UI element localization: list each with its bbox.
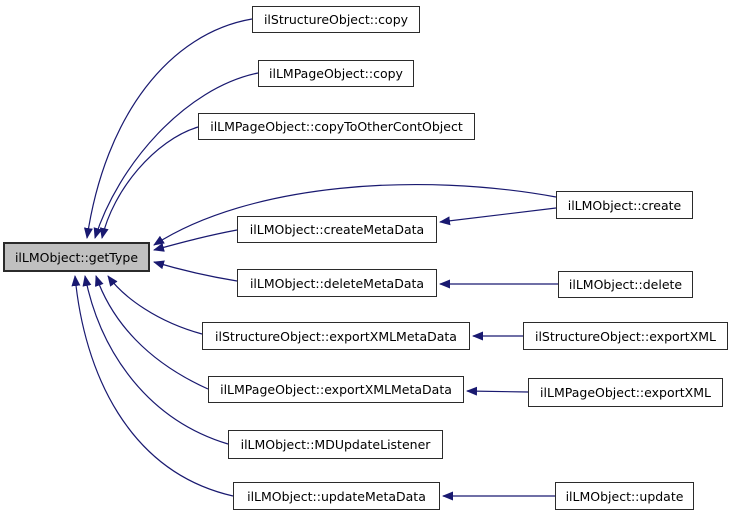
edge-copytoother-gettype — [99, 126, 199, 239]
node-illmobject-gettype[interactable]: ilLMObject::getType — [3, 242, 150, 272]
edge-create-createmeta — [439, 207, 557, 226]
edge-updatemeta-gettype — [71, 275, 234, 497]
node-illmobject-deletemetadata[interactable]: ilLMObject::deleteMetaData — [237, 269, 437, 297]
node-illmobject-delete[interactable]: ilLMObject::delete — [558, 271, 693, 298]
node-illmobject-update[interactable]: ilLMObject::update — [555, 482, 694, 510]
node-illmpageobject-copy[interactable]: ilLMPageObject::copy — [258, 60, 414, 87]
node-ilstructureobject-exportxmlmetadata[interactable]: ilStructureObject::exportXMLMetaData — [202, 322, 470, 350]
edge-pagecopy-gettype — [93, 72, 259, 239]
edge-createmeta-gettype — [153, 229, 238, 252]
node-illmobject-createmetadata[interactable]: ilLMObject::createMetaData — [237, 216, 437, 243]
node-illmobject-create[interactable]: ilLMObject::create — [556, 191, 693, 219]
edge-structexportmeta-gettype — [107, 275, 203, 335]
edge-pageexport-pageexportmeta — [466, 386, 529, 396]
edge-mdupdate-gettype — [82, 275, 229, 445]
edge-create-gettype — [153, 183, 557, 246]
edge-structcopy-gettype — [83, 18, 253, 239]
node-illmobject-updatemetadata[interactable]: ilLMObject::updateMetaData — [233, 482, 440, 510]
edge-pageexportmeta-gettype — [95, 275, 209, 390]
node-illmpageobject-copytoothercontobject[interactable]: ilLMPageObject::copyToOtherContObject — [198, 113, 475, 140]
node-illmpageobject-exportxmlmetadata[interactable]: ilLMPageObject::exportXMLMetaData — [208, 376, 464, 403]
node-ilstructureobject-copy[interactable]: ilStructureObject::copy — [252, 6, 420, 33]
node-illmobject-mdupdatelistener[interactable]: ilLMObject::MDUpdateListener — [228, 430, 443, 459]
node-ilstructureobject-exportxml[interactable]: ilStructureObject::exportXML — [523, 322, 728, 350]
node-illmpageobject-exportxml[interactable]: ilLMPageObject::exportXML — [528, 378, 723, 407]
edge-deletemeta-gettype — [153, 260, 238, 282]
